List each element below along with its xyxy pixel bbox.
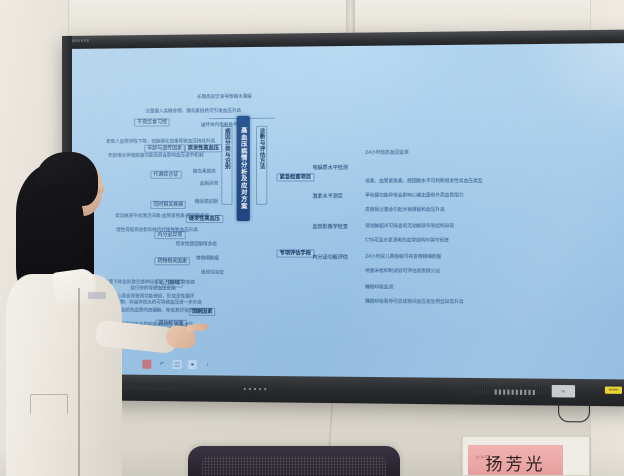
onscreen-toolbar[interactable]: ↶ ◫ ● ‹ xyxy=(142,359,212,370)
mindmap-leaf[interactable]: 地塞米松抑制试验可评估皮质醇分泌 xyxy=(365,268,441,275)
lab-coat-placket xyxy=(78,288,80,476)
pen-icon[interactable] xyxy=(142,359,152,369)
undo-icon[interactable]: ↶ xyxy=(159,361,165,368)
back-icon[interactable]: ‹ xyxy=(206,361,209,368)
mindmap-category-cause[interactable]: 病因分类与识别 xyxy=(221,126,233,205)
connector xyxy=(249,117,275,119)
mindmap-subnode-hormone[interactable]: 激素水平测定 xyxy=(312,193,343,200)
mindmap-leaf[interactable]: 胰岛素抵抗 xyxy=(192,169,216,175)
mindmap-subnode-drug-related[interactable]: 药物相关因素 xyxy=(154,257,191,266)
chair-mesh xyxy=(202,456,386,476)
mindmap-branch-urgent-tests[interactable]: 紧急检查项目 xyxy=(276,173,315,182)
port-row[interactable] xyxy=(494,389,535,396)
ceiling-mount-bracket xyxy=(346,0,355,36)
mindmap-leaf[interactable]: 肾动脉超声可排查有无动脉狭窄等结构异常 xyxy=(365,224,455,230)
mindmap-subnode-electrolyte[interactable]: 电解质水平检测 xyxy=(312,165,348,172)
office-chair-back xyxy=(188,446,400,476)
more-icon[interactable]: ● xyxy=(187,360,197,370)
wall-poster-subtitle: 公示栏 xyxy=(476,455,490,459)
mindmap-subnode-related-disease[interactable]: 同时相关疾病 xyxy=(150,200,187,210)
mindmap-leaf[interactable]: 嗜铬细胞瘤 xyxy=(195,256,219,262)
connector xyxy=(209,117,237,120)
mindmap-subnode-diet[interactable]: 不良饮食习惯 xyxy=(134,118,170,127)
mindmap-leaf[interactable]: 甲状腺功能异常会影响心输出量和外周血管阻力 xyxy=(365,193,464,199)
mindmap-leaf[interactable]: 睡眠呼吸监测 xyxy=(365,285,394,291)
mindmap-leaf[interactable]: 老年人血管弹性下降、动脉硬化加重导致血压持续升高 xyxy=(106,139,216,145)
mindmap-subnode-metabolic-syndrome[interactable]: 代谢综合征 xyxy=(150,170,182,180)
mindmap-subnode-age-genetics[interactable]: 年龄与遗传因素 xyxy=(144,144,186,153)
mindmap-leaf[interactable]: 长期高盐饮食导致钠水潴留 xyxy=(196,94,252,101)
model-plate: ID xyxy=(551,384,576,398)
wall-poster-title: 扬芳光 xyxy=(485,455,546,475)
mindmap-leaf[interactable]: 24小时动态血压监测 xyxy=(365,150,409,156)
mindmap-leaf[interactable]: 过量摄入高糖食物、胰岛素抵抗可引发血压升高 xyxy=(145,108,242,115)
indicator-dots xyxy=(243,387,267,391)
mindmap-leaf[interactable]: 皮质醇过量会引起水钠潴留和血压升高 xyxy=(365,207,445,213)
mindmap-subnode-endocrine-eval[interactable]: 内分泌功能评估 xyxy=(312,254,348,261)
hanging-cable xyxy=(328,400,334,446)
mindmap-leaf[interactable]: 原发性醛固酮增多症 xyxy=(175,242,217,248)
power-cable xyxy=(558,399,590,423)
mindmap-leaf[interactable]: 库欣综合征 xyxy=(200,270,224,276)
mindmap-leaf[interactable]: 破坏体内电解质平衡 xyxy=(200,122,243,129)
display-brand-label: MAXHUB xyxy=(71,38,90,43)
nose xyxy=(96,184,104,193)
lab-coat-pocket xyxy=(30,394,68,414)
name-badge xyxy=(88,292,106,299)
mindmap-leaf[interactable]: 自行停药导致血压反跳 xyxy=(130,286,176,292)
mindmap-branch-special-assessment[interactable]: 专项评估手段 xyxy=(276,249,315,259)
mindmap-subnode-vascular-imaging[interactable]: 血管影像学检查 xyxy=(312,224,348,231)
wall-poster-frame: 公示栏 扬芳光 xyxy=(462,436,590,476)
mindmap-category-diagnosis[interactable]: 诊断与评估方法 xyxy=(256,125,268,205)
mindmap-leaf[interactable]: 血脂异常 xyxy=(199,181,219,187)
ceiling-strip xyxy=(0,0,624,30)
mindmap-leaf[interactable]: 睡眠呼吸暂停可造成夜间血压发生明显异常升高 xyxy=(365,299,464,306)
warning-sticker-right: WARN xyxy=(604,386,622,394)
mindmap-leaf[interactable]: CTA可显示更清晰的血管结构与狭窄程度 xyxy=(365,238,449,244)
wall-poster-sheet: 公示栏 扬芳光 xyxy=(468,445,563,475)
mindmap-leaf[interactable]: 糖尿病前期 xyxy=(194,199,218,205)
center-node-label: 高血压病情分析及应对方案 xyxy=(239,127,247,210)
mindmap-branch-primary-hypertension[interactable]: 原发性高血压 xyxy=(184,144,222,153)
lab-coat xyxy=(6,274,122,476)
mindmap-leaf[interactable]: 24小时尿儿茶酚胺可排查嗜铬细胞瘤 xyxy=(365,254,442,260)
mindmap-leaf[interactable]: 肾素、血管紧张素、醛固酮水平可判断继发性高血压类型 xyxy=(365,179,483,185)
keyboard-icon[interactable]: ◫ xyxy=(172,359,182,370)
mindmap-center-node[interactable]: 高血压病情分析及应对方案 xyxy=(236,115,250,222)
presenter-person xyxy=(0,148,209,476)
bezel-bottom: ID CE WARN xyxy=(62,374,624,407)
